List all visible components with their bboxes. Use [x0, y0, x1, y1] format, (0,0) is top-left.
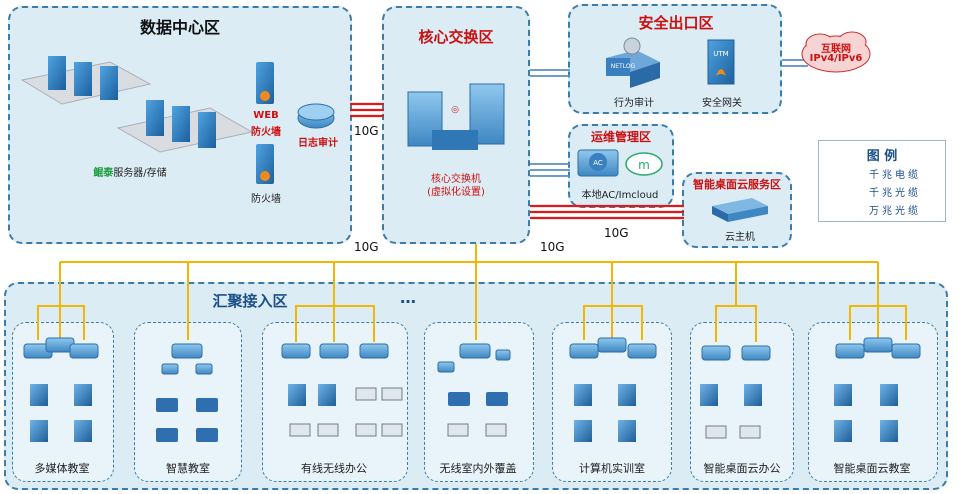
- internet-cloud-icon: [801, 31, 871, 73]
- access-group-label: 智能桌面云教室: [833, 462, 911, 475]
- access-group-label: 智能桌面云办公: [703, 462, 781, 475]
- ops-title: 运维管理区: [590, 130, 652, 144]
- legend-item-label: 千兆电缆: [869, 170, 921, 181]
- svg-text:m: m: [638, 158, 650, 172]
- access-group-label: 多媒体教室: [34, 462, 90, 475]
- core-zone: [382, 6, 530, 244]
- cloud-title: 智能桌面云服务区: [693, 178, 781, 191]
- cloud-host-icon: [712, 198, 768, 222]
- datacenter-title: 数据中心区: [139, 18, 221, 37]
- ellipsis: …: [400, 288, 416, 307]
- web-firewall-label-1: WEB: [253, 110, 279, 121]
- access-group-label: 计算机实训室: [579, 462, 645, 475]
- legend-item-label: 千兆光缆: [869, 188, 921, 199]
- desktop-pc-icon: [30, 384, 898, 442]
- tablet-icon: [156, 392, 508, 442]
- speed-dc-core: 10G: [354, 124, 379, 138]
- security-gateway-label: 安全网关: [702, 98, 742, 109]
- security-zone: [568, 4, 782, 114]
- gigabit-copper-link: [530, 59, 808, 177]
- svg-text:◎: ◎: [451, 105, 459, 115]
- access-group-label: 无线室内外覆盖: [439, 462, 517, 475]
- netlog-tag: NETLOG: [611, 63, 636, 70]
- server-storage-label: 鲲泰服务器/存储: [93, 164, 166, 179]
- gigabit-fiber-link: [37, 244, 907, 342]
- log-audit-label: 日志审计: [298, 138, 338, 149]
- access-switch-icon: [23, 337, 921, 375]
- speed-core-access: 10G: [354, 240, 379, 254]
- access-group-label: 智慧教室: [166, 462, 210, 475]
- access-group-label: 有线无线办公: [301, 462, 367, 475]
- internet-label-2: IPv4/IPv6: [809, 53, 863, 64]
- internet-label-1: 互联网: [821, 44, 851, 55]
- legend-title: 图 例: [866, 149, 898, 164]
- server-brand: 鲲泰: [93, 168, 114, 179]
- core-switch-icon: ◎: [407, 83, 505, 150]
- behavior-audit-icon: [606, 37, 660, 88]
- core-switch-label-2: (虚拟化设置): [427, 187, 485, 198]
- cloud-host-label: 云主机: [725, 232, 755, 243]
- utm-tag: UTM: [713, 50, 728, 58]
- server-storage-text: 服务器/存储: [113, 168, 167, 179]
- firewall-label: 防火墙: [251, 194, 281, 205]
- firewall-icon: [256, 144, 274, 184]
- speed-core-cloud: 10G: [604, 226, 629, 240]
- 10g-fiber-link: [350, 102, 384, 118]
- core-title: 核心交换区: [418, 28, 494, 46]
- access-title: 汇聚接入区: [212, 292, 288, 310]
- laptop-icon: [289, 387, 761, 439]
- speed-core-down: 10G: [540, 240, 565, 254]
- web-firewall-icon: [256, 62, 274, 104]
- core-switch-label-1: 核心交换机: [431, 174, 481, 185]
- ac-tag: AC: [593, 159, 603, 167]
- server-rack-icon: [20, 56, 254, 153]
- legend-item-label: 万兆光缆: [869, 206, 921, 217]
- 10g-fiber-link: [530, 204, 684, 220]
- log-audit-icon: [297, 103, 335, 129]
- security-title: 安全出口区: [638, 14, 714, 32]
- ac-imcloud-label: 本地AC/Imcloud: [581, 190, 659, 201]
- legend-box: 图 例 千兆电缆 千兆光缆 万兆光缆: [818, 140, 946, 222]
- ac-controller-icon: [577, 149, 619, 177]
- imcloud-icon: m: [625, 152, 663, 176]
- web-firewall-label-2: 防火墙: [251, 127, 281, 138]
- security-gateway-icon: [707, 39, 735, 85]
- behavior-audit-label: 行为审计: [614, 98, 654, 109]
